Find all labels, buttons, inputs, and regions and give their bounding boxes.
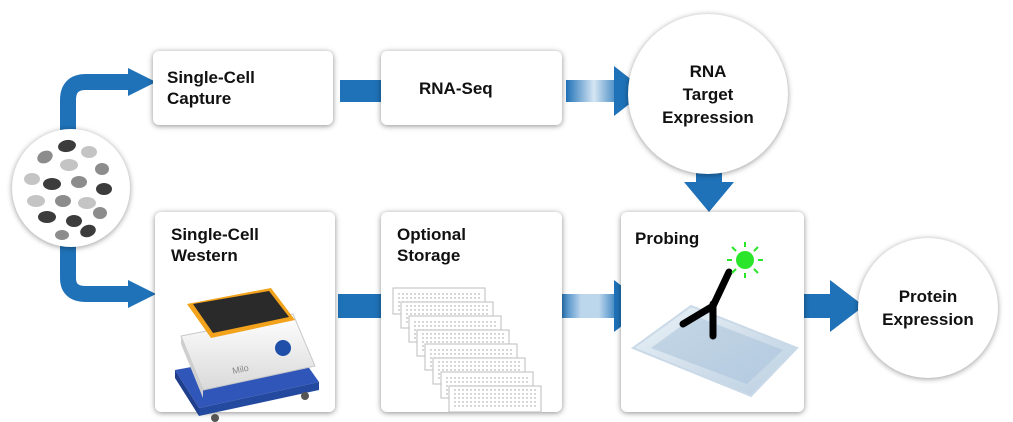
probing-box: Probing — [621, 212, 804, 412]
single-cell-capture-label: Single-Cell Capture — [167, 68, 255, 108]
single-cell-western-box: Single-Cell Western Milo — [155, 212, 335, 422]
antibody-icon — [679, 268, 733, 340]
optional-storage-box: Optional Storage — [381, 212, 562, 413]
rna-target-expression-node: RNA Target Expression — [628, 14, 788, 174]
arrow-probing-to-protein-shaft — [800, 294, 834, 318]
single-cell-capture-box: Single-Cell Capture — [153, 51, 333, 125]
single-cell-western-label: Single-Cell Western — [171, 225, 259, 265]
probing-label: Probing — [635, 229, 700, 248]
optional-storage-label: Optional Storage — [397, 225, 466, 265]
rna-seq-box: RNA-Seq — [381, 51, 562, 125]
workflow-diagram: Single-Cell Capture RNA-Seq RNA Target E… — [12, 14, 998, 422]
arrow-western-to-storage — [338, 294, 384, 318]
arrow-head-to-western — [128, 280, 156, 308]
western-instrument-icon: Milo — [175, 288, 319, 422]
arrow-target-to-probing-head — [684, 182, 734, 212]
cell-dish-icon — [12, 129, 130, 247]
instrument-brand-label: Milo — [231, 363, 249, 376]
diagram-canvas — [60, 66, 864, 332]
arrow-storage-to-probing-shaft — [560, 294, 620, 318]
rna-target-expression-label: RNA Target Expression — [662, 61, 754, 127]
protein-expression-label: Protein Expression — [882, 287, 974, 329]
slide-stack-icon — [392, 287, 542, 413]
fluorophore-icon — [727, 242, 763, 278]
arrow-capture-to-rnaseq — [340, 80, 386, 102]
probing-graphic — [630, 242, 799, 398]
arrow-head-to-capture — [128, 68, 156, 96]
cells-graphic — [24, 139, 112, 240]
arrow-rnaseq-to-target-shaft — [566, 80, 622, 102]
protein-expression-node: Protein Expression — [858, 238, 998, 378]
arrow-probing-to-protein-head — [830, 280, 864, 332]
branch-connector — [60, 74, 130, 302]
rna-seq-label: RNA-Seq — [419, 79, 493, 98]
